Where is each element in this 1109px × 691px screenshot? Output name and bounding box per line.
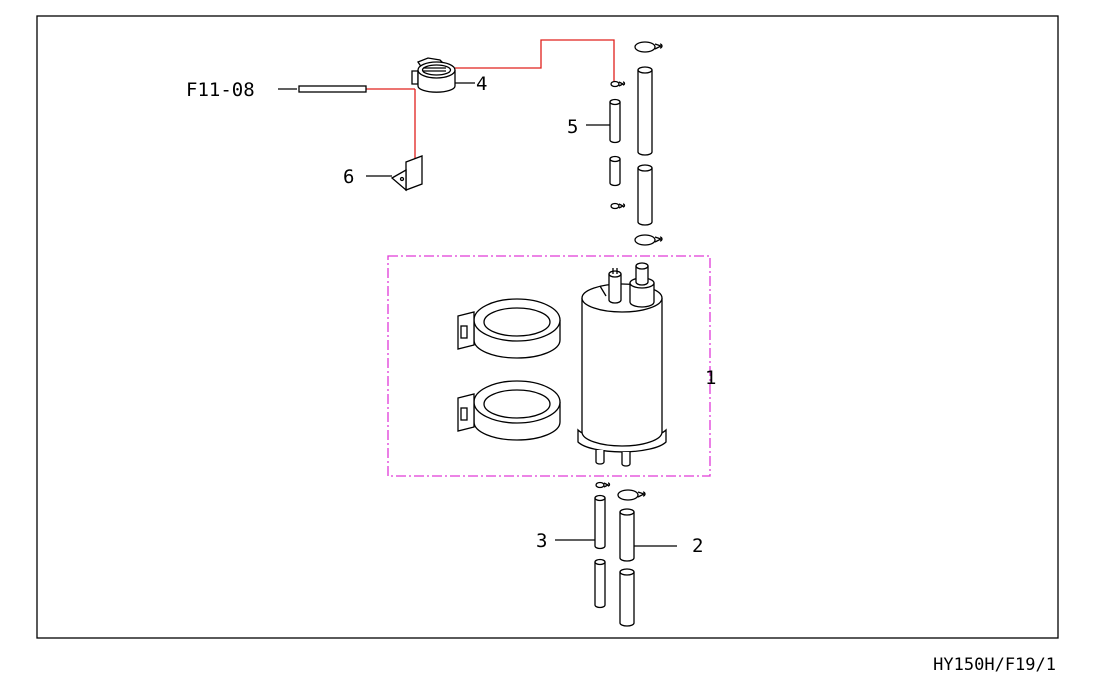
hose-tube (619, 568, 635, 627)
part-1-canister (577, 262, 667, 467)
label-part-1: 1 (705, 367, 716, 389)
fuel-hoses (366, 39, 615, 162)
hose-tube (637, 164, 653, 226)
f11-08-rod (278, 85, 367, 93)
label-part-4: 4 (476, 73, 487, 95)
assembly-group-box (387, 255, 711, 477)
drawing-id: HY150H/F19/1 (933, 655, 1056, 675)
label-part-3: 3 (536, 530, 547, 552)
part-3-tube (555, 494, 606, 550)
label-part-2: 2 (692, 535, 703, 557)
part-4-filter (411, 57, 475, 93)
label-part-6: 6 (343, 166, 354, 188)
hose-tube (594, 558, 606, 609)
hose-clamp (595, 481, 611, 489)
hose-clamp (610, 80, 626, 88)
hose-clamp (634, 234, 663, 246)
hose-clamp (617, 489, 646, 501)
lower-hose-group (555, 481, 677, 627)
part-6-bracket (366, 155, 423, 192)
part-5-tube (586, 98, 621, 144)
label-f11-08: F11-08 (186, 79, 255, 101)
mounting-ring-lower (457, 380, 561, 441)
hose-tube (609, 155, 621, 187)
drawing-frame (36, 15, 1059, 639)
hose-clamp (634, 41, 663, 53)
part-2-tube (619, 508, 677, 562)
hose-tube (637, 66, 653, 156)
mounting-ring-upper (457, 298, 561, 359)
hose-clamp (610, 202, 626, 210)
upper-hose-group (586, 41, 663, 246)
label-part-5: 5 (567, 116, 578, 138)
